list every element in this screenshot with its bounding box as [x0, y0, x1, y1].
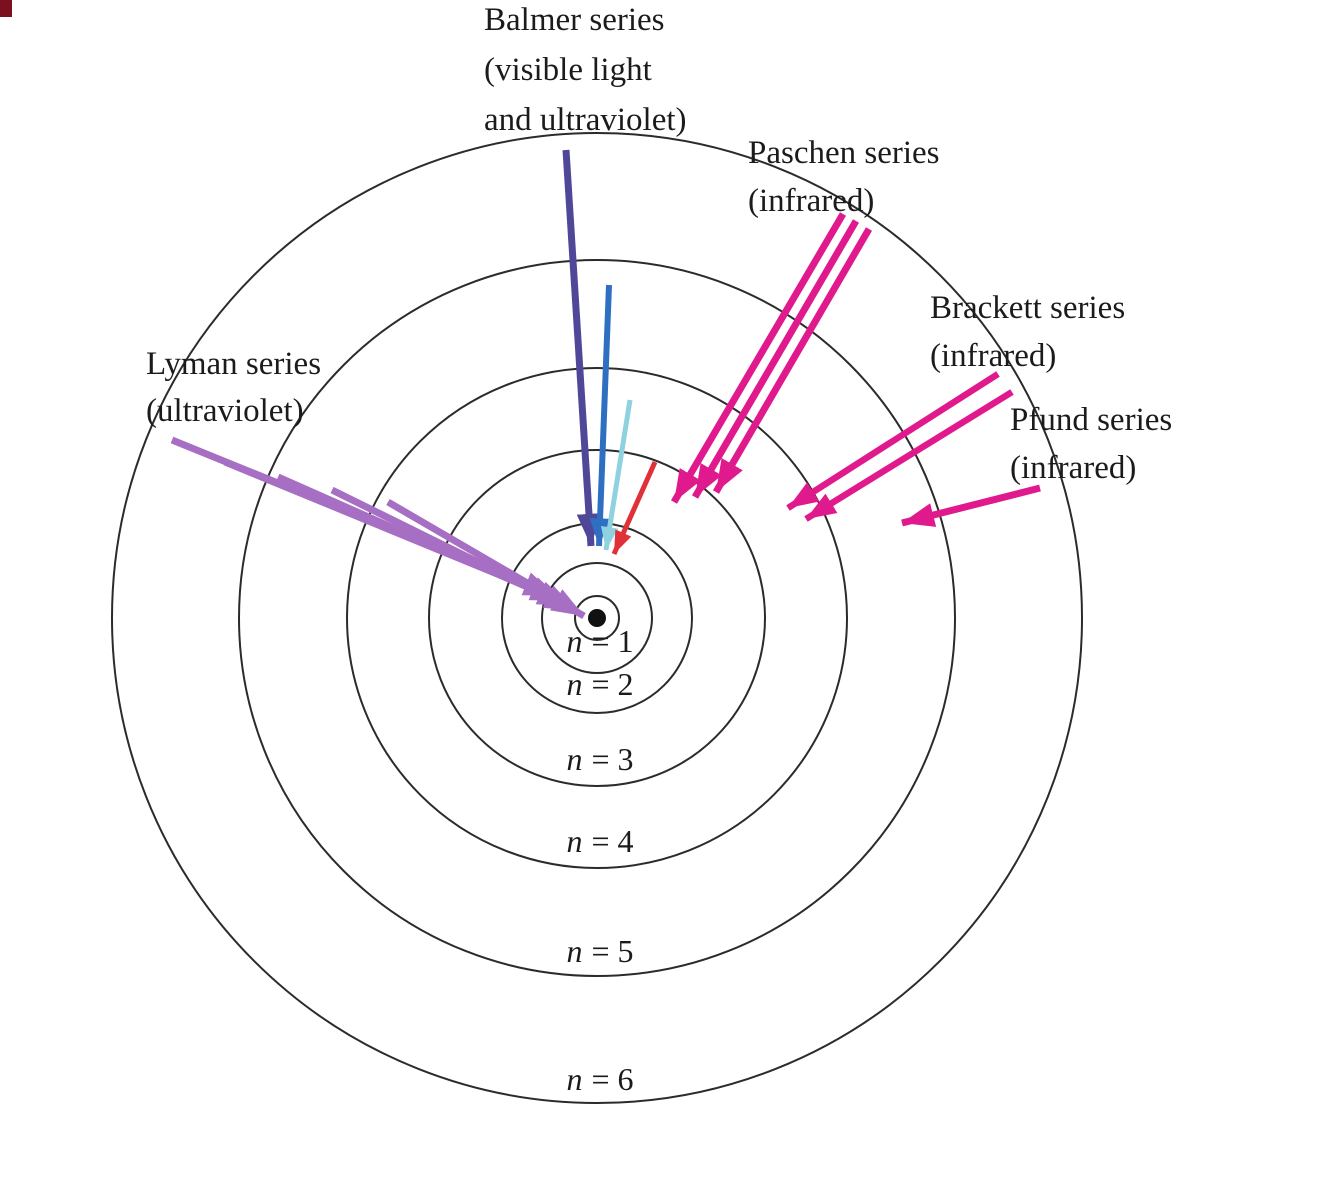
brackett-arrow-2: [804, 389, 1014, 522]
orbit-label-n1: n= 1: [566, 623, 633, 659]
pfund-arrows: [901, 484, 1041, 527]
brackett-arrow-1: [786, 371, 1000, 511]
orbit-label-n3: n= 3: [566, 741, 633, 777]
paschen-arrows: [670, 212, 873, 504]
lyman-arrows: [170, 436, 586, 620]
orbit-circle-n1: [541, 562, 653, 674]
brackett-arrows: [786, 371, 1014, 522]
lyman-series-label: Lyman series (ultraviolet): [146, 346, 329, 429]
orbit-circle-n3: [428, 449, 766, 787]
orbit-label-n6: n= 6: [566, 1061, 633, 1097]
orbit-label-n5: n= 5: [566, 933, 633, 969]
balmer-arrow-n4: [600, 399, 633, 551]
paschen-series-label: Paschen series (infrared): [748, 135, 948, 219]
orbit-circle-n5: [238, 259, 956, 977]
corner-artifact: [0, 0, 12, 17]
balmer-arrow-n3: [611, 460, 658, 556]
orbit-circles: [111, 132, 1083, 1104]
lyman-arrow-5: [386, 498, 586, 620]
nucleus: [574, 595, 620, 641]
pfund-arrow-1: [901, 484, 1041, 527]
pfund-series-label: Pfund series (infrared): [1010, 402, 1180, 486]
brackett-series-label: Brackett series (infrared): [930, 290, 1133, 374]
orbit-label-n2: n= 2: [566, 666, 633, 702]
balmer-arrows: [562, 149, 658, 556]
paschen-arrow-1: [670, 212, 847, 504]
paschen-arrow-2: [691, 219, 860, 499]
series-labels: Balmer series (visible light and ultravi…: [146, 2, 1180, 486]
nucleus-dot: [588, 609, 606, 627]
nucleus-ring: [574, 595, 620, 641]
balmer-arrow-n5: [589, 284, 612, 547]
orbit-circle-n4: [346, 367, 848, 869]
orbit-label-n4: n= 4: [566, 823, 633, 859]
orbit-circle-n6: [111, 132, 1083, 1104]
paschen-arrow-3: [712, 227, 873, 494]
balmer-series-label: Balmer series (visible light and ultravi…: [484, 2, 687, 138]
orbit-labels: n= 1 n= 2 n= 3 n= 4 n= 5 n= 6: [566, 623, 633, 1097]
balmer-arrow-n6: [562, 149, 602, 547]
